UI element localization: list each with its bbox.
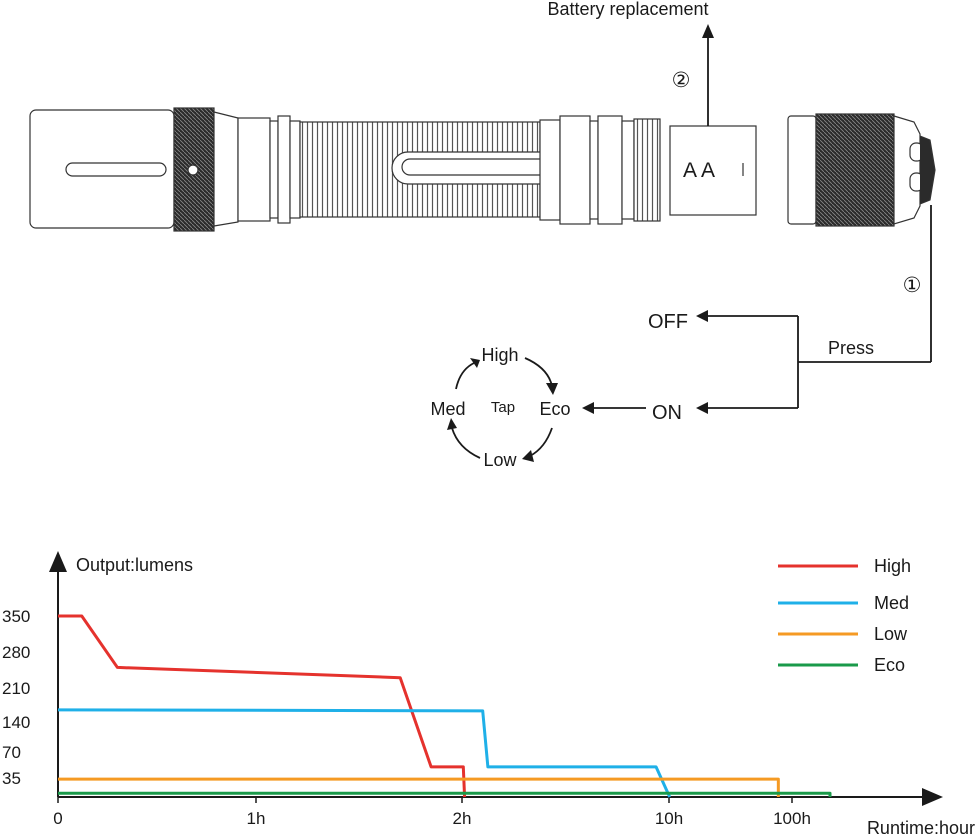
on-label: ON	[652, 402, 682, 424]
x-tick-label: 0	[53, 809, 62, 828]
y-tick-label: 350	[2, 607, 30, 626]
y-tick-label: 140	[2, 713, 30, 732]
legend-label-eco: Eco	[874, 655, 905, 675]
tap-label: Tap	[491, 399, 515, 416]
x-tick-label: 100h	[773, 809, 811, 828]
mode-low-label: Low	[483, 450, 517, 470]
flashlight-body	[29, 107, 936, 232]
y-tick-label: 70	[2, 743, 21, 762]
chart-series	[57, 614, 832, 798]
series-line-high	[58, 614, 467, 798]
x-tick-label: 10h	[655, 809, 683, 828]
battery-label: AA	[683, 159, 719, 182]
series-line-low	[58, 777, 780, 797]
step2-marker: ②	[672, 69, 691, 92]
legend-label-med: Med	[874, 593, 909, 613]
y-tick-label: 280	[2, 643, 30, 662]
x-axis-label: Runtime:hour	[867, 818, 975, 837]
battery-replacement-label: Battery replacement	[547, 0, 708, 19]
y-axis-label: Output:lumens	[76, 555, 193, 575]
series-line-eco	[58, 791, 832, 797]
step1-marker: ①	[903, 274, 922, 297]
mode-med-label: Med	[430, 399, 465, 419]
chart-axes	[49, 551, 943, 806]
x-tick-label: 1h	[247, 809, 266, 828]
legend-label-high: High	[874, 556, 911, 576]
mode-high-label: High	[481, 345, 518, 365]
y-tick-label: 35	[2, 769, 21, 788]
press-label: Press	[828, 338, 874, 358]
y-tick-labels: 350 280 210 140 70 35	[2, 607, 30, 788]
battery-replacement-arrow	[702, 24, 714, 126]
off-label: OFF	[648, 311, 688, 333]
y-tick-label: 210	[2, 679, 30, 698]
mode-eco-label: Eco	[539, 399, 570, 419]
x-tick-label: 2h	[453, 809, 472, 828]
series-line-med	[57, 708, 672, 798]
legend-label-low: Low	[874, 624, 908, 644]
mode-cycle-arrowheads	[447, 358, 558, 462]
x-tick-labels: 0 1h 2h 10h 100h	[53, 797, 811, 828]
switch-flow-lines	[582, 205, 932, 414]
